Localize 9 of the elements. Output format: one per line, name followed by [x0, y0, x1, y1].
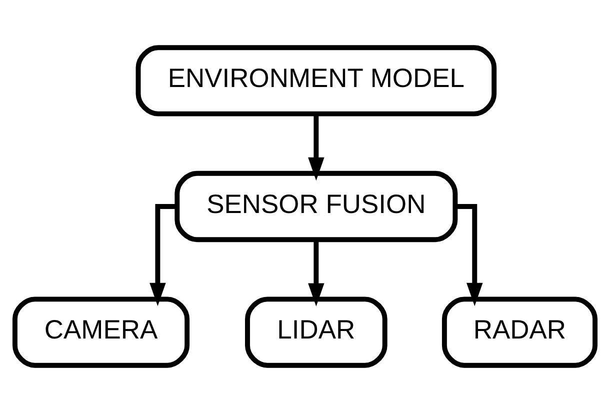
arrow: [455, 204, 483, 306]
node-box: LIDAR: [245, 296, 388, 368]
node-box: SENSOR FUSION: [174, 170, 458, 242]
node-box: RADAR: [442, 296, 598, 368]
node-box: CAMERA: [12, 296, 190, 368]
arrow: [308, 114, 324, 180]
arrow: [150, 204, 178, 306]
node-box: ENVIRONMENT MODEL: [136, 44, 497, 116]
arrow: [308, 240, 324, 306]
